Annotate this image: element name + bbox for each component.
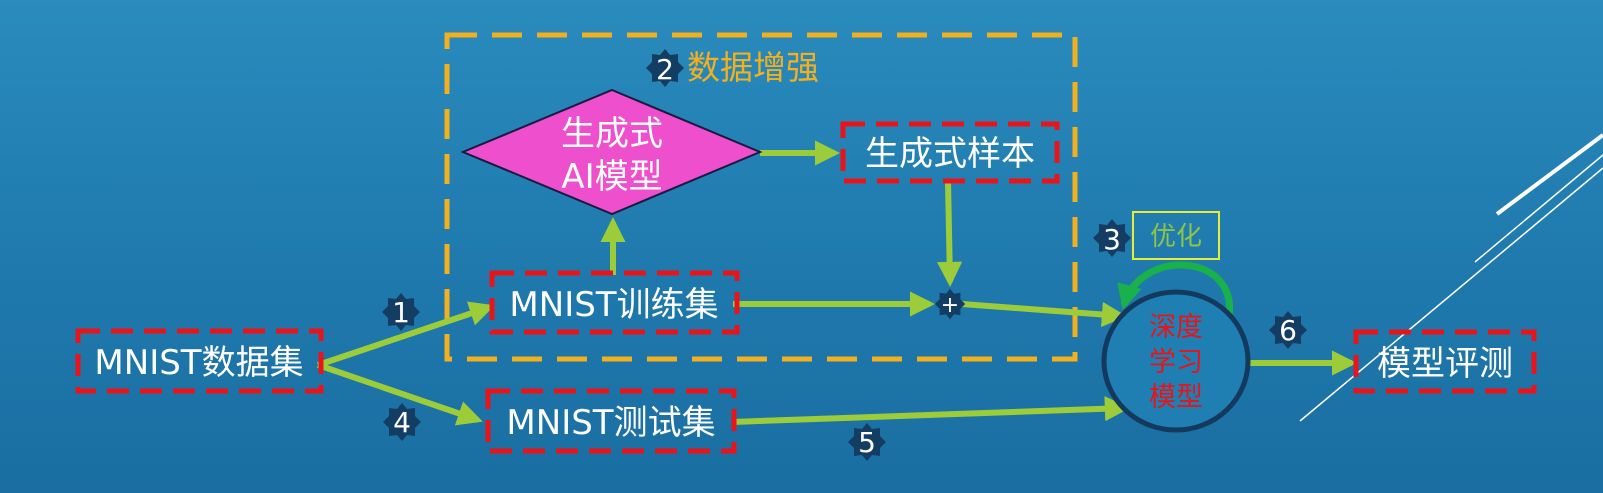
- mnist-test-box: [485, 388, 737, 454]
- svg-text:4: 4: [393, 406, 411, 439]
- deep-learning-model-label-line2: 学习: [1149, 347, 1203, 378]
- svg-text:2: 2: [656, 53, 674, 86]
- arrow-test-to-model: [731, 396, 1131, 425]
- arrow-combine-to-model: [961, 301, 1128, 328]
- optimize-label-box: [1132, 211, 1220, 260]
- gen-ai-model-diamond: [460, 88, 763, 216]
- svg-text:6: 6: [1279, 314, 1297, 347]
- mnist-train-label: MNIST训练集: [509, 285, 718, 325]
- step-badge-2: 2: [646, 49, 684, 87]
- optimize-loop-arrow: [1117, 261, 1233, 318]
- decorative-line: [1495, 133, 1603, 216]
- arrow-samples-to-combine: [937, 180, 963, 288]
- augmentation-region-title: 数据增强: [687, 48, 819, 87]
- arrow-dataset-to-test: [317, 362, 483, 426]
- combine-label: +: [941, 293, 959, 318]
- gen-ai-model-label-line2: AI模型: [561, 157, 662, 197]
- mnist-dataset-box: [75, 328, 324, 394]
- svg-text:3: 3: [1103, 223, 1121, 256]
- deep-learning-model-label-line3: 模型: [1149, 382, 1203, 413]
- svg-text:1: 1: [392, 296, 410, 329]
- evaluation-label: 模型评测: [1377, 344, 1513, 384]
- deep-learning-model-circle: [1101, 289, 1251, 433]
- step-badge-3: 3: [1093, 219, 1131, 257]
- deep-learning-model-label-line1: 深度: [1149, 312, 1203, 343]
- optimize-label: 优化: [1150, 222, 1202, 252]
- decorative-line: [1299, 167, 1603, 422]
- mnist-dataset-label: MNIST数据集: [94, 343, 303, 383]
- evaluation-box: [1353, 329, 1537, 394]
- combine-node: +: [934, 288, 966, 320]
- svg-text:5: 5: [858, 426, 876, 459]
- step-badge-4: 4: [383, 403, 421, 441]
- gen-samples-box: [840, 121, 1060, 184]
- arrow-dataset-to-train: [317, 301, 495, 368]
- augmentation-region: [444, 32, 1078, 362]
- mnist-test-label: MNIST测试集: [506, 403, 715, 443]
- step-badge-1: 1: [382, 293, 420, 331]
- gen-samples-label: 生成式样本: [865, 134, 1035, 174]
- gen-ai-model-label-line1: 生成式: [561, 114, 663, 154]
- mnist-train-box: [489, 270, 740, 335]
- step-badge-5: 5: [848, 423, 886, 461]
- step-badge-6: 6: [1269, 311, 1307, 349]
- decorative-line: [1474, 154, 1603, 263]
